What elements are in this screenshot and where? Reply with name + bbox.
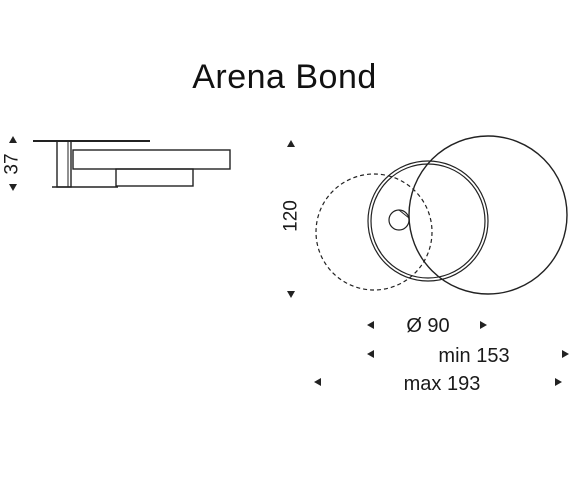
arrow-up-icon bbox=[287, 140, 295, 147]
min-width-dimension: min 153 bbox=[367, 345, 569, 367]
max-width-dimension: max 193 bbox=[314, 373, 562, 395]
arrow-up-icon bbox=[9, 136, 17, 143]
arrow-down-icon bbox=[9, 184, 17, 191]
arrow-left-icon bbox=[314, 378, 321, 386]
lower-top-slab bbox=[115, 168, 194, 187]
arrow-right-icon bbox=[555, 378, 562, 386]
diameter-label: Ø 90 bbox=[406, 315, 449, 337]
arrow-left-icon bbox=[367, 321, 374, 329]
hub-line bbox=[398, 209, 410, 219]
arrow-right-icon bbox=[562, 350, 569, 358]
plan-view bbox=[315, 135, 568, 295]
depth-dimension: 120 bbox=[281, 140, 302, 298]
arrow-right-icon bbox=[480, 321, 487, 329]
upper-top-slab bbox=[72, 149, 231, 170]
depth-label: 120 bbox=[281, 200, 302, 232]
diameter-dimension: Ø 90 bbox=[367, 315, 487, 337]
side-view bbox=[33, 140, 231, 188]
height-label: 37 bbox=[2, 153, 23, 174]
leg-post bbox=[56, 140, 72, 188]
min-width-label: min 153 bbox=[438, 345, 509, 367]
middle-ring-outer bbox=[367, 160, 489, 282]
product-title: Arena Bond bbox=[192, 58, 377, 96]
max-width-label: max 193 bbox=[404, 373, 481, 395]
arrow-left-icon bbox=[367, 350, 374, 358]
middle-ring-inner bbox=[370, 163, 486, 279]
height-dimension: 37 bbox=[2, 136, 23, 191]
large-circle bbox=[408, 135, 568, 295]
arrow-down-icon bbox=[287, 291, 295, 298]
dashed-circle bbox=[315, 173, 433, 291]
center-hub bbox=[388, 209, 410, 231]
